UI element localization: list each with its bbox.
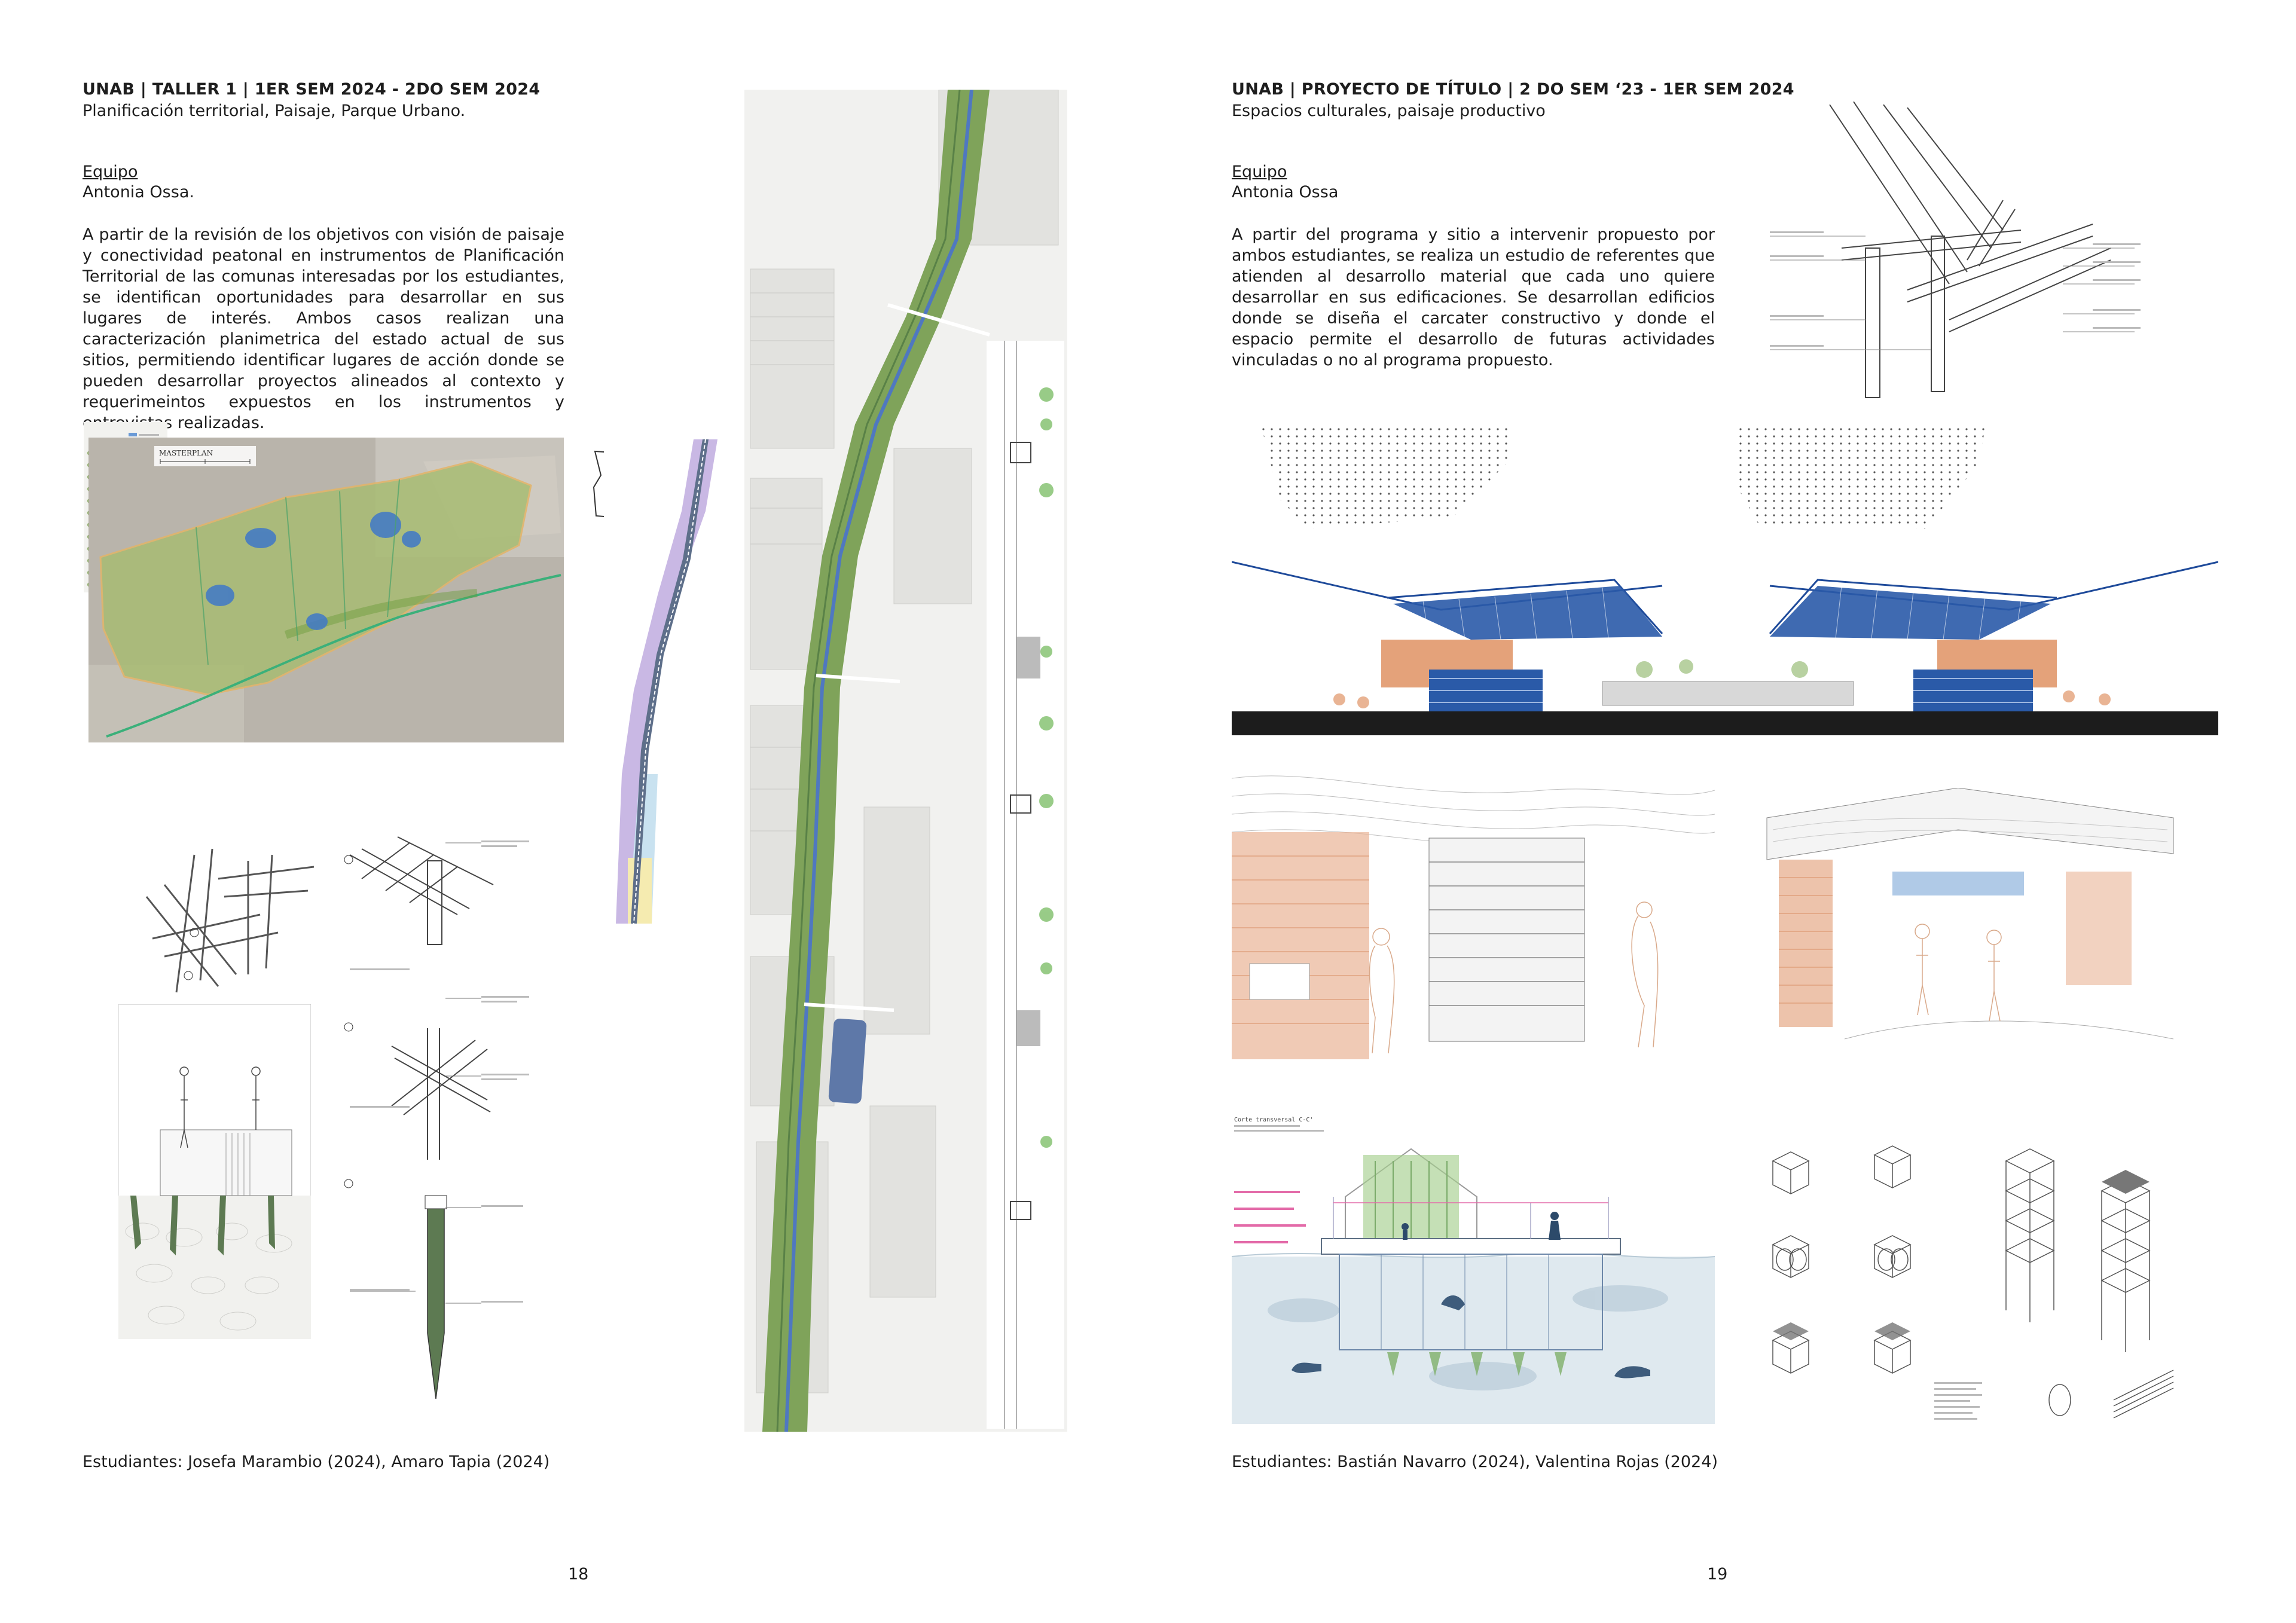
section-strip (987, 341, 1064, 1429)
right-subheader: Espacios culturales, paisaje productivo (1232, 102, 1546, 120)
pavilion-perspective-section (1232, 550, 2218, 741)
dot-grid-right (1734, 427, 1985, 529)
timber-frame-axonometric (145, 848, 315, 993)
left-subheader: Planificación territorial, Paisaje, Parq… (83, 102, 466, 120)
roof-structure-detail (1770, 101, 2141, 398)
left-page: UNAB | TALLER 1 | 1ER SEM 2024 - 2DO SEM… (83, 80, 1067, 1584)
right-page: UNAB | PROYECTO DE TÍTULO | 2 DO SEM ‘23… (1148, 0, 2296, 1623)
right-page-number: 19 (1707, 1565, 1728, 1584)
section-title: Corte transversal C-C' (1234, 1117, 1313, 1123)
cross-section-cc: Corte transversal C-C' (1232, 1113, 1715, 1424)
masterplan-title: MASTERPLAN (159, 449, 213, 457)
interior-perspective-1 (1232, 766, 1715, 1059)
module-axonometrics (1755, 1119, 2194, 1430)
linear-corridor-plan (604, 439, 741, 924)
right-header: UNAB | PROYECTO DE TÍTULO | 2 DO SEM ‘23… (1232, 80, 1794, 99)
left-page-number: 18 (568, 1565, 589, 1584)
left-body-text: A partir de la revisión de los objetivos… (83, 225, 564, 432)
boardwalk-section (118, 1004, 311, 1339)
right-team-member: Antonia Ossa (1232, 183, 1339, 201)
joint-details (344, 836, 529, 1399)
right-team-label: Equipo (1232, 163, 1287, 181)
interior-perspective-2 (1755, 788, 2179, 1057)
left-team-label: Equipo (83, 163, 138, 181)
right-students-caption: Estudiantes: Bastián Navarro (2024), Val… (1232, 1453, 1718, 1471)
left-header: UNAB | TALLER 1 | 1ER SEM 2024 - 2DO SEM… (83, 80, 541, 99)
left-team-member: Antonia Ossa. (83, 183, 194, 201)
right-body-text: A partir del programa y sitio a interven… (1232, 225, 1715, 369)
dot-grid-left (1262, 427, 1513, 529)
left-students-caption: Estudiantes: Josefa Marambio (2024), Ama… (83, 1453, 550, 1471)
masterplan-aerial-map: MASTERPLAN (88, 438, 564, 742)
